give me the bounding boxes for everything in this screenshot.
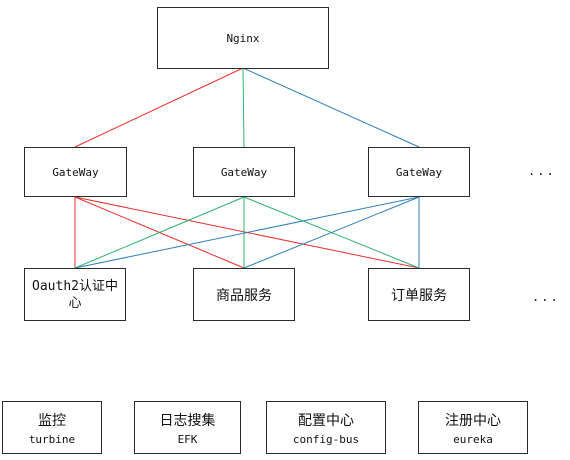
- infra-subtitle: eureka: [453, 432, 493, 446]
- infra-node-config: 配置中心 config-bus: [266, 401, 386, 454]
- infra-subtitle: config-bus: [292, 432, 360, 446]
- line-nginx-gateway-3: [242, 67, 420, 148]
- infra-title: 注册中心: [445, 412, 501, 429]
- infra-title: 配置中心: [298, 412, 354, 429]
- line-nginx-gateway-1: [74, 67, 244, 148]
- line-gw3-oauth: [74, 196, 420, 269]
- gateway-label: GateWay: [220, 165, 268, 179]
- service-label: 商品服务: [216, 287, 272, 304]
- service-node-order: 订单服务: [368, 268, 470, 321]
- infra-subtitle: turbine: [28, 432, 76, 446]
- line-gw3-product: [243, 196, 420, 269]
- service-node-oauth: Oauth2认证中心: [24, 268, 126, 321]
- infra-node-registry: 注册中心 eureka: [418, 401, 528, 454]
- gateway-node-2: GateWay: [193, 147, 295, 197]
- nginx-label: Nginx: [226, 31, 260, 45]
- infra-title: 监控: [38, 412, 66, 429]
- gateway-more-ellipsis: ...: [528, 164, 556, 178]
- infra-node-monitoring: 监控 turbine: [2, 401, 102, 454]
- service-label: Oauth2认证中心: [32, 278, 118, 311]
- gateway-label: GateWay: [395, 165, 443, 179]
- service-label: 订单服务: [391, 287, 447, 304]
- gateway-node-3: GateWay: [368, 147, 470, 197]
- infra-node-logging: 日志搜集 EFK: [134, 401, 241, 454]
- infra-subtitle: EFK: [177, 432, 198, 446]
- line-nginx-gateway-2: [242, 67, 245, 148]
- service-node-product: 商品服务: [193, 268, 295, 321]
- gateway-node-1: GateWay: [24, 147, 127, 197]
- service-more-ellipsis: ...: [532, 290, 560, 304]
- nginx-node: Nginx: [157, 7, 329, 69]
- gateway-label: GateWay: [52, 165, 99, 179]
- infra-title: 日志搜集: [159, 412, 216, 429]
- line-gw2-oauth: [74, 196, 245, 269]
